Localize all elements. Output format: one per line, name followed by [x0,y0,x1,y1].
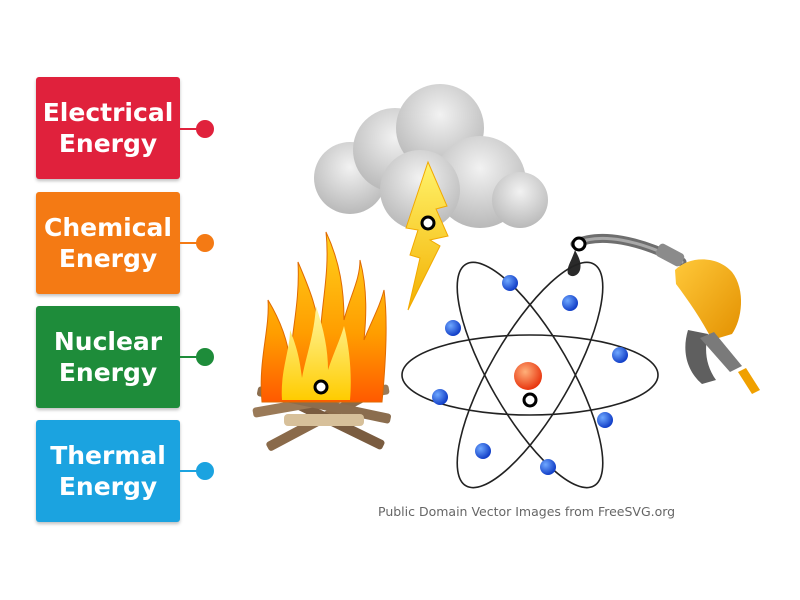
flame-icon [260,231,387,403]
electron [445,320,461,336]
label-line2: Energy [58,472,158,501]
connector-line [180,356,204,358]
connector-line [180,242,204,244]
electron [597,412,613,428]
drag-handle-thermal[interactable] [196,462,214,480]
label-line1: Thermal [50,441,166,470]
drop-target-fuel[interactable] [571,236,587,252]
lightning-bolt-icon [405,160,449,311]
drop-target-atom[interactable] [522,392,538,408]
electron [612,347,628,363]
label-text: Electrical Energy [43,97,174,159]
label-thermal-energy[interactable]: Thermal Energy [36,420,180,522]
label-electrical-energy[interactable]: Electrical Energy [36,77,180,179]
drop-target-lightning[interactable] [420,215,436,231]
label-line1: Electrical [42,98,174,127]
label-line1: Nuclear [53,327,163,356]
label-text: Thermal Energy [50,440,166,502]
drop-target-fire[interactable] [313,379,329,395]
atom-icon [401,261,659,489]
connector-line [180,128,204,130]
electron [432,389,448,405]
drag-handle-chemical[interactable] [196,234,214,252]
image-credit: Public Domain Vector Images from FreeSVG… [378,504,676,519]
fuel-nozzle-icon [655,243,760,394]
label-line2: Energy [58,129,158,158]
label-chemical-energy[interactable]: Chemical Energy [36,192,180,294]
electron [562,295,578,311]
label-line2: Energy [58,244,158,273]
connector-line [180,470,204,472]
label-nuclear-energy[interactable]: Nuclear Energy [36,306,180,408]
label-line2: Energy [58,358,158,387]
label-line1: Chemical [44,213,172,242]
label-text: Chemical Energy [44,212,172,274]
electron [502,275,518,291]
cloud-icon [314,84,548,230]
drag-handle-nuclear[interactable] [196,348,214,366]
label-text: Nuclear Energy [54,326,162,388]
drag-handle-electrical[interactable] [196,120,214,138]
electron [475,443,491,459]
nucleus [514,362,542,390]
oil-drop-icon [567,250,581,277]
electron [540,459,556,475]
